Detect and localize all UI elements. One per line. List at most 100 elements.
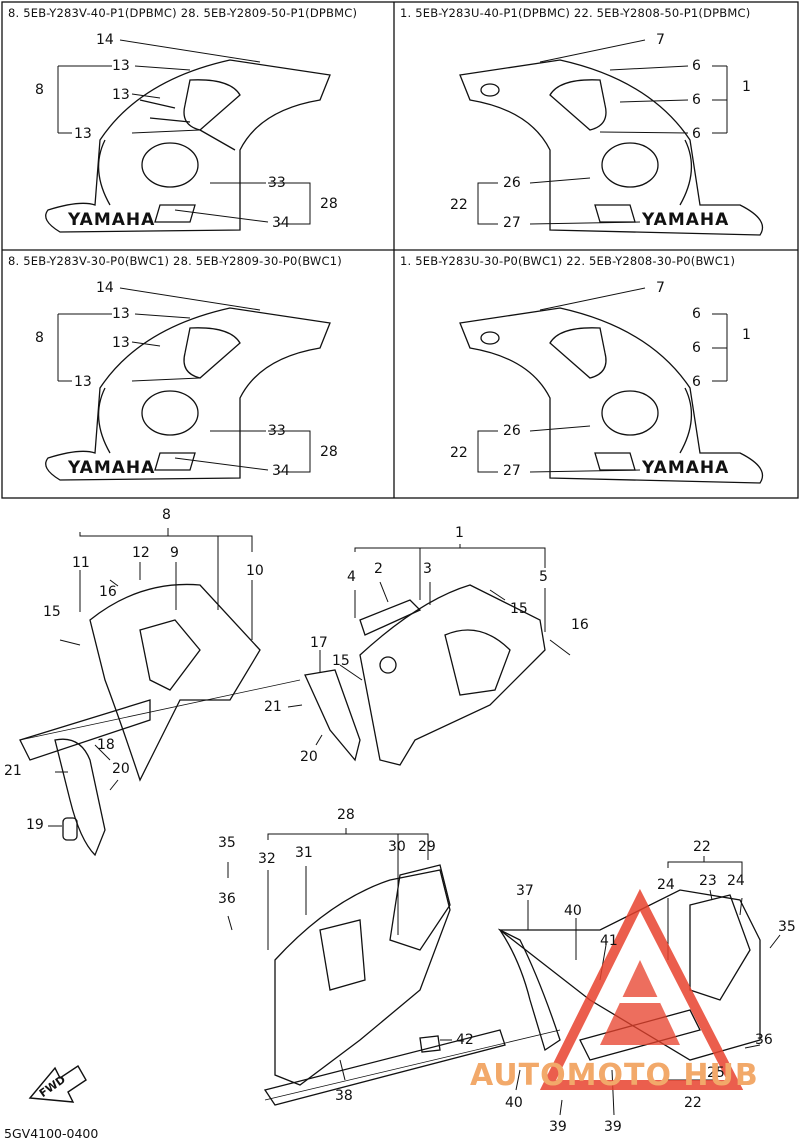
callout: 13 — [112, 335, 130, 351]
left-cowl-leaders — [48, 528, 253, 827]
callout: 35 — [778, 919, 796, 935]
callout: 18 — [97, 737, 115, 753]
callout: 4 — [347, 569, 356, 585]
callout: 22 — [450, 197, 468, 213]
callout: 40 — [505, 1095, 523, 1111]
callout: 6 — [692, 306, 701, 322]
panel-title-bottom-right: 1. 5EB-Y283U-30-P0(BWC1) 22. 5EB-Y2808-3… — [400, 254, 736, 268]
callout: 37 — [516, 883, 534, 899]
callout: 13 — [74, 374, 92, 390]
left-side-cowl-exploded — [19, 583, 261, 857]
callout: 24 — [657, 877, 675, 893]
callout: 15 — [43, 604, 61, 620]
top-cowl-leaders — [287, 544, 571, 746]
panel-title-top-left: 8. 5EB-Y283V-40-P1(DPBMC) 28. 5EB-Y2809-… — [8, 6, 358, 20]
callout: 22 — [684, 1095, 702, 1111]
callout: 8 — [162, 507, 171, 523]
callout: 28 — [337, 807, 355, 823]
callout: 8 — [35, 330, 44, 346]
brand-label-p2: YAMAHA — [642, 210, 730, 230]
callout: 16 — [99, 584, 117, 600]
callout: 20 — [112, 761, 130, 777]
callout: 32 — [258, 851, 276, 867]
callout: 28 — [320, 196, 338, 212]
callout: 14 — [96, 32, 114, 48]
callout: 15 — [510, 601, 528, 617]
callout: 23 — [699, 873, 717, 889]
callout: 30 — [388, 839, 406, 855]
callout: 13 — [112, 58, 130, 74]
callout: 29 — [418, 839, 436, 855]
fairing-drawing-p1 — [45, 59, 331, 233]
callout: 25 — [707, 1065, 725, 1081]
callout: 41 — [600, 933, 618, 949]
callout: 34 — [272, 463, 290, 479]
callout: 27 — [503, 215, 521, 231]
callout: 13 — [74, 126, 92, 142]
callout: 39 — [604, 1119, 622, 1135]
callout: 2 — [374, 561, 383, 577]
callout: 28 — [320, 444, 338, 460]
callout: 12 — [132, 545, 150, 561]
callout: 42 — [456, 1032, 474, 1048]
callout: 31 — [295, 845, 313, 861]
callout: 8 — [35, 82, 44, 98]
drawing-code: 5GV4100-0400 — [4, 1126, 99, 1141]
fairing-drawing-p3 — [45, 307, 331, 481]
watermark-text: AUTOMOTO HUB — [470, 1058, 759, 1093]
callout: 22 — [693, 839, 711, 855]
callout: 1 — [742, 327, 751, 343]
callout: 35 — [218, 835, 236, 851]
callout: 15 — [332, 653, 350, 669]
callout: 6 — [692, 92, 701, 108]
callout: 7 — [656, 32, 665, 48]
fairing-drawing-p2 — [459, 59, 764, 236]
callout: 17 — [310, 635, 328, 651]
callout: 1 — [742, 79, 751, 95]
callout: 24 — [727, 873, 745, 889]
brand-label-p1: YAMAHA — [68, 210, 156, 230]
callout: 21 — [4, 763, 22, 779]
callout: 22 — [450, 445, 468, 461]
brand-label-p3: YAMAHA — [68, 458, 156, 478]
callout: 27 — [503, 463, 521, 479]
watermark-logo-icon — [539, 888, 744, 1090]
callout: 40 — [564, 903, 582, 919]
callout: 14 — [96, 280, 114, 296]
callout: 6 — [692, 374, 701, 390]
callout: 6 — [692, 126, 701, 142]
callout: 34 — [272, 215, 290, 231]
callout: 3 — [423, 561, 432, 577]
callout: 21 — [264, 699, 282, 715]
panel-title-bottom-left: 8. 5EB-Y283V-30-P0(BWC1) 28. 5EB-Y2809-3… — [8, 254, 342, 268]
callout: 10 — [246, 563, 264, 579]
callout: 6 — [692, 340, 701, 356]
callout: 16 — [571, 617, 589, 633]
callout: 36 — [218, 891, 236, 907]
brand-label-p4: YAMAHA — [642, 458, 730, 478]
callout: 33 — [268, 175, 286, 191]
callout: 39 — [549, 1119, 567, 1135]
fairing-drawing-p4 — [459, 307, 764, 484]
callout: 7 — [656, 280, 665, 296]
callout: 5 — [539, 569, 548, 585]
callout: 11 — [72, 555, 90, 571]
callout: 6 — [692, 58, 701, 74]
callout: 9 — [170, 545, 179, 561]
callout: 13 — [112, 87, 130, 103]
left-under-cowl-exploded — [263, 864, 506, 1106]
callout: 38 — [335, 1088, 353, 1104]
callout: 20 — [300, 749, 318, 765]
callout: 33 — [268, 423, 286, 439]
callout: 13 — [112, 306, 130, 322]
callout: 26 — [503, 175, 521, 191]
callout: 1 — [455, 525, 464, 541]
top-cowl-exploded — [304, 584, 546, 766]
callout: 19 — [26, 817, 44, 833]
panel-title-top-right: 1. 5EB-Y283U-40-P1(DPBMC) 22. 5EB-Y2808-… — [400, 6, 751, 20]
left-under-cowl-leaders — [227, 828, 452, 1081]
callout: 36 — [755, 1032, 773, 1048]
callout: 26 — [503, 423, 521, 439]
